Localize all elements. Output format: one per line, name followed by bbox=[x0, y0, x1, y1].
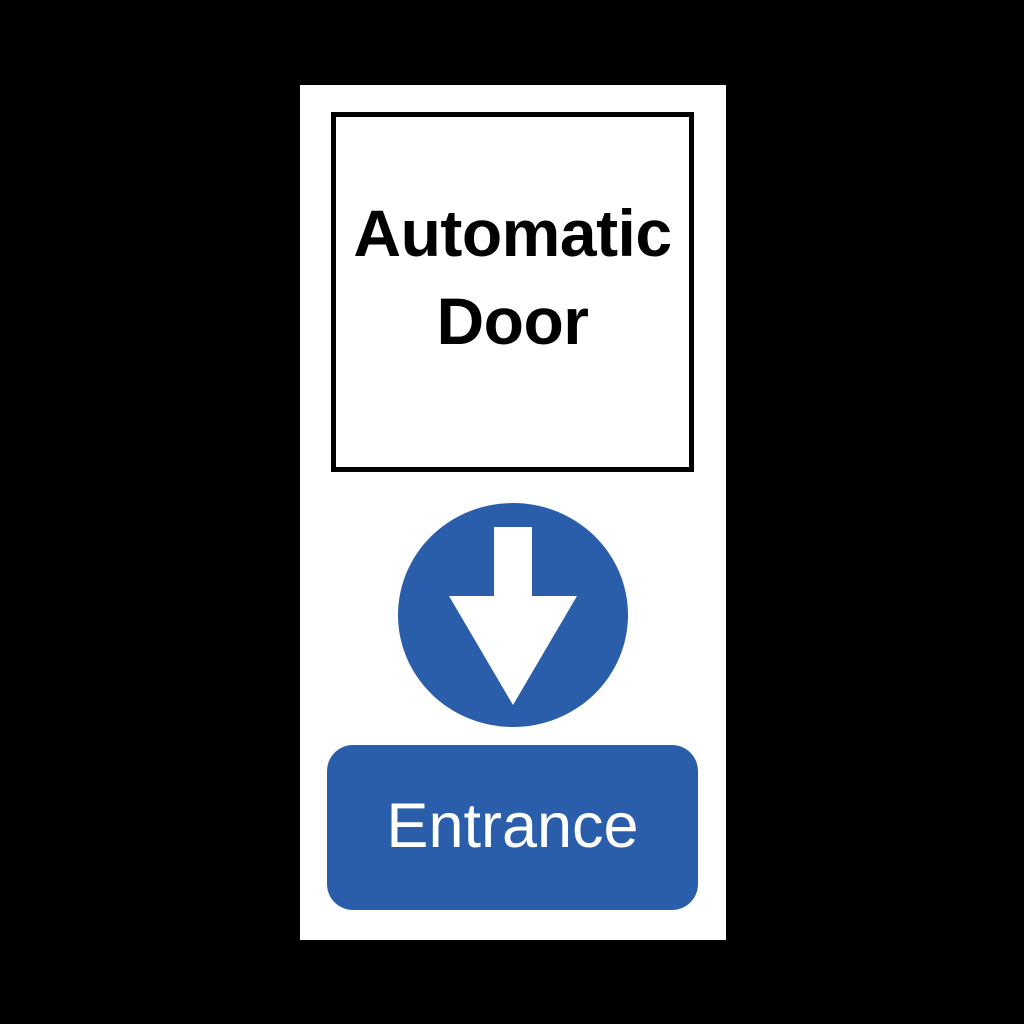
notice-title-block: Automatic Door bbox=[336, 189, 689, 365]
notice-line-2: Door bbox=[436, 284, 589, 358]
notice-text-box: Automatic Door bbox=[331, 112, 694, 472]
arrow-down-icon-svg bbox=[398, 503, 628, 727]
notice-line-1: Automatic bbox=[353, 196, 672, 270]
entrance-button-label: Entrance bbox=[386, 791, 639, 861]
entrance-button[interactable]: Entrance bbox=[327, 745, 698, 910]
arrow-down-glyph bbox=[449, 527, 577, 705]
arrow-down-icon bbox=[398, 503, 628, 727]
sign-panel: Automatic Door Entrance bbox=[300, 85, 726, 940]
